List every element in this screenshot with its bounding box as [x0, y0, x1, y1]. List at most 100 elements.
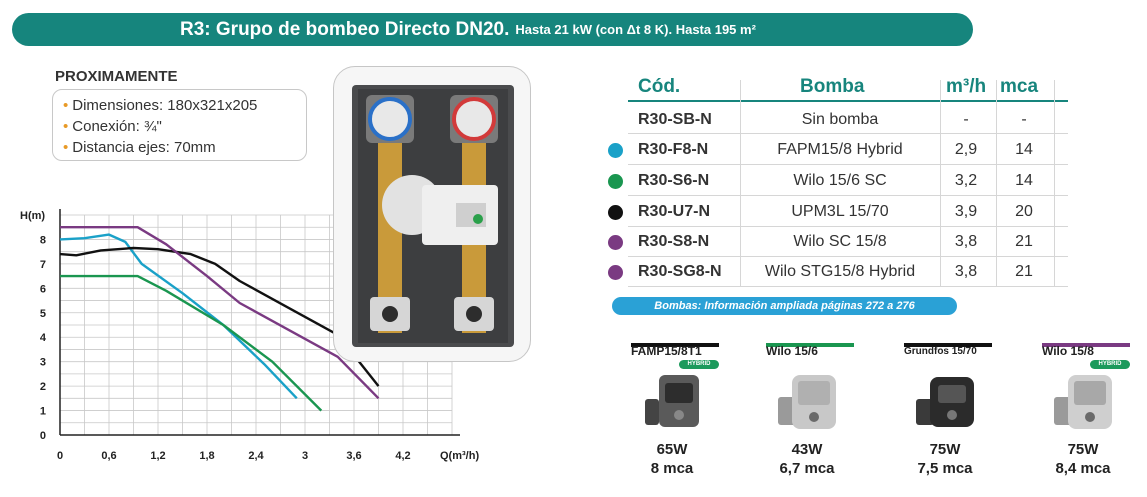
cell-head: -: [1021, 111, 1027, 128]
x-tick-label: 3,6: [346, 450, 361, 462]
table-row: R30-F8-N FAPM15/8 Hybrid 2,9 14: [600, 135, 1070, 165]
pump-power: 75W: [1067, 441, 1099, 458]
cell-code: R30-SG8-N: [638, 263, 722, 280]
col-header-cod: Cód.: [638, 76, 681, 97]
series-line: [59, 233, 298, 400]
pump-card: Grundfos 15/70 75W 7,5 mca: [890, 343, 1000, 493]
pump-icon: [1054, 375, 1112, 429]
table-row: R30-S8-N Wilo SC 15/8 3,8 21: [600, 227, 1070, 257]
cell-pump: Wilo 15/6 SC: [793, 172, 887, 189]
pump-icon: [645, 375, 699, 427]
row-divider: [628, 256, 1068, 257]
table-row: R30-U7-N UPM3L 15/70 3,9 20: [600, 197, 1070, 227]
row-divider: [628, 195, 1068, 196]
cell-flow: 3,9: [954, 203, 978, 220]
column-divider: [940, 80, 941, 286]
info-badge: Bombas: Información ampliada páginas 272…: [612, 297, 957, 315]
y-tick-label: 1: [40, 406, 46, 418]
y-tick-label: 8: [40, 234, 46, 246]
series-color-dot: [608, 265, 623, 280]
hybrid-badge: HYBRID: [679, 360, 719, 369]
pump-name: FAMP15/8T1: [631, 344, 702, 358]
x-tick-label: 1,8: [199, 450, 214, 462]
spec-item: •Distancia ejes: 70mm: [63, 139, 216, 156]
pump-color-bar: [904, 343, 992, 347]
pump-icon: [916, 377, 974, 427]
cell-head: 14: [1015, 141, 1033, 158]
pump-head: 8,4 mca: [1055, 460, 1111, 477]
series-color-dot: [608, 235, 623, 250]
pump-head: 6,7 mca: [779, 460, 835, 477]
cell-code: R30-U7-N: [638, 203, 711, 220]
x-tick-label: 3: [302, 450, 308, 462]
series-color-dot: [608, 205, 623, 220]
bullet-icon: •: [63, 139, 69, 156]
cell-head: 21: [1015, 233, 1033, 250]
pump-color-bar: [1042, 343, 1130, 347]
pump-power: 43W: [791, 441, 823, 458]
pump-group-photo: [352, 85, 514, 347]
pump-name: Wilo 15/6: [766, 344, 818, 358]
y-tick-label: 2: [40, 381, 46, 393]
series-color-dot: [608, 143, 623, 158]
series-line: [60, 274, 323, 412]
cell-head: 21: [1015, 263, 1033, 280]
col-header-bomba: Bomba: [800, 76, 865, 97]
col-header-m3h: m³/h: [946, 76, 987, 97]
pump-icon: [778, 375, 836, 429]
x-axis-label: Q(m³/h): [440, 450, 479, 462]
cell-code: R30-SB-N: [638, 111, 712, 128]
cell-code: R30-S6-N: [638, 172, 710, 189]
y-tick-label: 7: [40, 259, 46, 271]
row-divider: [628, 286, 1068, 287]
column-divider: [1054, 80, 1055, 286]
y-tick-label: 3: [40, 357, 46, 369]
cell-code: R30-S8-N: [638, 233, 710, 250]
pump-power: 75W: [929, 441, 961, 458]
cell-pump: Wilo SC 15/8: [793, 233, 887, 250]
cell-pump: Sin bomba: [801, 111, 879, 128]
page-title: R3: Grupo de bombeo Directo DN20.: [180, 18, 510, 40]
spec-item: •Dimensiones: 180x321x205: [63, 97, 258, 114]
x-tick-label: 0,6: [101, 450, 116, 462]
x-tick-label: 0: [57, 450, 63, 462]
cell-head: 20: [1015, 203, 1033, 220]
specs-title: PROXIMAMENTE: [55, 68, 178, 85]
pump-name: Grundfos 15/70: [904, 346, 977, 357]
series-line: [60, 226, 380, 400]
row-divider: [628, 133, 1068, 134]
cell-flow: -: [963, 111, 969, 128]
pump-head: 8 mca: [650, 460, 694, 477]
cell-flow: 2,9: [954, 141, 978, 158]
y-axis-label: H(m): [20, 210, 45, 222]
series-line: [59, 246, 380, 387]
cell-pump: UPM3L 15/70: [791, 203, 889, 220]
specs-box: •Dimensiones: 180x321x205 •Conexión: ¾" …: [52, 89, 307, 161]
y-tick-label: 5: [40, 308, 46, 320]
x-tick-label: 2,4: [248, 450, 264, 462]
hybrid-badge: HYBRID: [1090, 360, 1130, 369]
cell-flow: 3,2: [954, 172, 978, 189]
cell-flow: 3,8: [954, 233, 978, 250]
title-banner: R3: Grupo de bombeo Directo DN20. Hasta …: [12, 13, 973, 46]
table-row: R30-SB-N Sin bomba - -: [600, 105, 1070, 135]
cell-head: 14: [1015, 172, 1033, 189]
y-tick-label: 4: [40, 332, 47, 344]
pump-group-icon: [358, 89, 508, 343]
column-divider: [740, 80, 741, 286]
cell-pump: Wilo STG15/8 Hybrid: [764, 263, 916, 280]
cell-code: R30-F8-N: [638, 141, 709, 158]
row-divider: [628, 164, 1068, 165]
pump-card: Wilo 15/6 43W 6,7 mca: [752, 343, 862, 493]
cell-flow: 3,8: [954, 263, 978, 280]
pump-card: Wilo 15/8 HYBRID 75W 8,4 mca: [1028, 343, 1138, 493]
bullet-icon: •: [63, 118, 69, 135]
page-subtitle: Hasta 21 kW (con Δt 8 K). Hasta 195 m²: [515, 22, 756, 37]
column-divider: [996, 80, 997, 286]
pump-color-bar: [631, 343, 719, 347]
pump-name: Wilo 15/8: [1042, 344, 1094, 358]
product-photo-frame: [333, 66, 531, 362]
series-color-dot: [608, 174, 623, 189]
x-tick-label: 4,2: [395, 450, 410, 462]
table-row: R30-S6-N Wilo 15/6 SC 3,2 14: [600, 166, 1070, 196]
